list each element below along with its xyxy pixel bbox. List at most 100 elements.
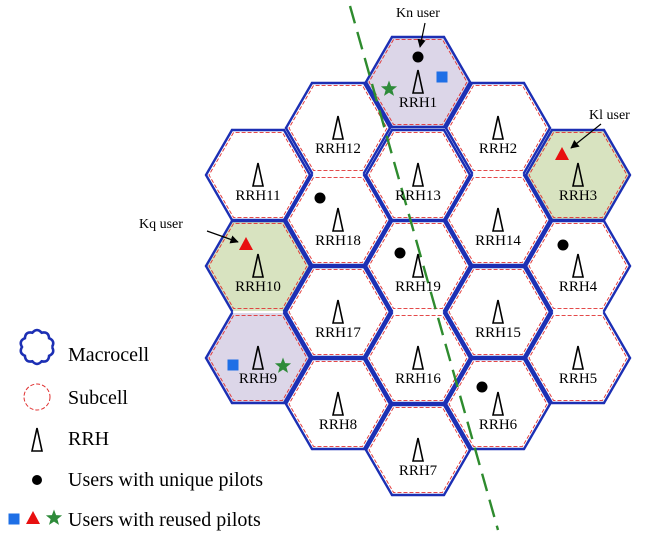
rrh-label-rrh6: RRH6 [479,417,518,433]
rrh-label-rrh10: RRH10 [235,279,281,295]
macrocell-edge [522,402,552,451]
subcell-rrh1 [368,39,468,125]
macrocell-edge [524,311,554,360]
macrocell-edge [444,173,474,222]
rrh-antenna-icon [492,207,504,232]
rrh-antenna-icon [332,207,344,232]
rrh-antenna-icon [492,299,504,324]
macrocell-edge [204,264,234,313]
annotation-layer [206,22,602,244]
macrocell-edge [282,356,312,405]
divider-line-layer [348,5,500,531]
macrocell-edge [284,81,314,130]
macrocell-edge [442,448,472,497]
reused-user-square [227,359,239,371]
macrocell-edge [362,357,392,406]
legend: Macrocell Subcell RRH Users with unique … [8,328,263,531]
macrocell-layer [204,35,632,497]
macrocell-edge [524,264,554,313]
unique-user-dot [412,51,424,63]
macrocell-edge [442,35,472,84]
macrocell-edge [282,219,312,268]
macrocell-edge [522,126,552,175]
legend-subcell-label: Subcell [68,387,128,409]
macrocell-edge [364,219,394,268]
macrocell-edge [522,218,552,267]
macrocell-edge [362,126,392,175]
users-layer [227,51,569,393]
subcell-rrh16 [368,315,468,401]
rrh-label-rrh4: RRH4 [559,279,598,295]
macrocell-edge [362,265,392,314]
macrocell-legend-icon [19,328,55,366]
macrocell-edge [522,81,552,130]
subcell-rrh7 [368,407,468,493]
unique-user-dot [476,381,488,393]
rrh-antenna-icon [252,162,264,187]
rrh-antenna-icon [492,115,504,140]
subcell-rrh11 [208,132,308,218]
reused-user-triangle [555,147,569,160]
macrocell-edge [444,357,474,406]
legend-triangle-icon [26,511,40,524]
rrh-antenna-icon [412,69,424,94]
subcell-rrh3 [528,132,628,218]
subcell-rrh15 [448,269,548,355]
macrocell-edge [444,218,474,267]
macrocell-edge [442,264,472,313]
rrh-label-rrh13: RRH13 [395,188,441,204]
macrocell-edge [204,128,234,177]
rrh-label-rrh1: RRH1 [399,95,437,111]
rrh-antenna-icon [412,162,424,187]
macrocell-edge [364,448,394,497]
macrocell-edge [444,265,474,314]
macrocell-edge [364,403,394,452]
macrocell-edge [602,311,632,360]
rrh-label-rrh2: RRH2 [479,141,517,157]
rrh-label-rrh9: RRH9 [239,371,277,387]
rrh-antenna-icon [332,391,344,416]
macrocell-edge [284,357,314,406]
unique-user-dot [394,247,406,259]
subcell-rrh5 [528,315,628,401]
rrh-antenna-icon [412,437,424,462]
rrh-layer: RRH1RRH2RRH3RRH4RRH5RRH6RRH7RRH8RRH9RRH1… [235,69,598,479]
macrocell-edge [524,128,554,177]
macrocell-edge [442,219,472,268]
rrh-antenna-icon [492,391,504,416]
reused-user-square [436,71,448,83]
cell-shading-rrh9 [206,313,310,403]
macrocell-edge [442,128,472,177]
macrocell-edge [602,128,632,177]
subcell-rrh8 [288,361,388,447]
legend-reused-label: Users with reused pilots [68,509,261,531]
macrocell-edge [364,356,394,405]
macrocell-edge [442,173,472,222]
macrocell-edge [442,311,472,360]
rrh-label-rrh15: RRH15 [475,325,521,341]
macrocell-edge [284,265,314,314]
rrh-label-rrh5: RRH5 [559,371,597,387]
kl-user-arrow [570,123,602,149]
subcell-rrh19 [368,223,468,309]
macrocell-edge [362,402,392,451]
subcell-rrh12 [288,85,388,171]
rrh-legend-icon [31,427,43,452]
subcell-rrh6 [448,361,548,447]
rrh-label-rrh12: RRH12 [315,141,361,157]
reused-user-star [380,80,398,96]
macrocell-edge [602,219,632,268]
macrocell-edge [602,173,632,222]
rrh-legend-antenna-icon [31,427,43,452]
macrocell-edge [442,80,472,129]
unique-user-legend-icon [32,475,42,485]
macrocell-edge [524,219,554,268]
macrocell-edge [362,173,392,222]
rrh-antenna-icon [332,115,344,140]
macrocell-edge [204,219,234,268]
kn-user-arrow [417,22,426,48]
kl-user-label: Kl user [589,108,630,123]
subcell-rrh2 [448,85,548,171]
subcell-rrh18 [288,177,388,263]
macrocell-edge [204,356,234,405]
